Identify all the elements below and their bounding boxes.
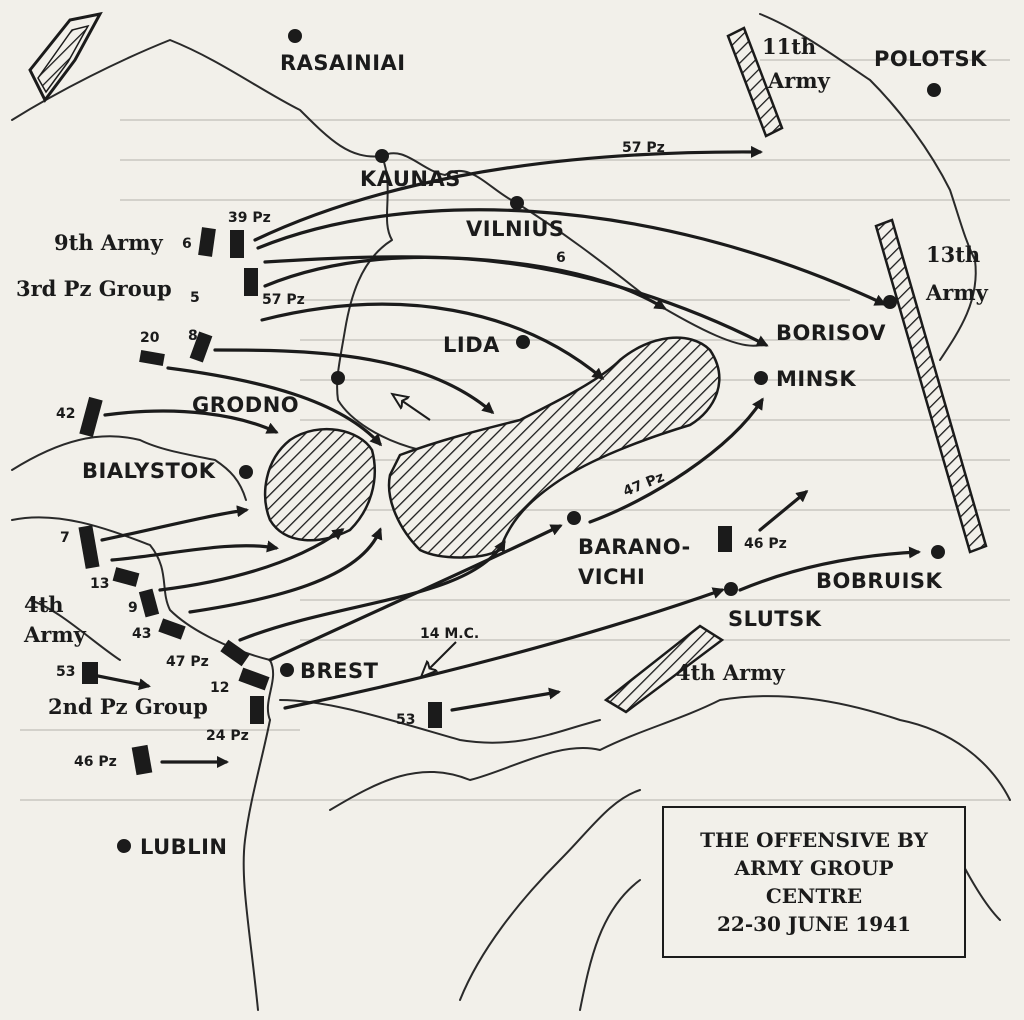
city-label-baranovichi-2: VICHI [578, 565, 645, 589]
soviet-11th-army-bar [726, 26, 784, 138]
city-dot-minsk [754, 371, 768, 385]
map-title-line-1: THE OFFENSIVE BY [700, 828, 928, 852]
counterattack-arrows [398, 398, 457, 672]
unit-53: 53 [56, 664, 75, 680]
unit-blocks [78, 227, 732, 776]
label-soviet-4th-army: 4th Army [676, 660, 785, 685]
city-label-bobruisk: BOBRUISK [816, 569, 943, 593]
city-dot-lublin [117, 839, 131, 853]
unit-8: 8 [188, 328, 198, 344]
unit-47pz-east: 47 Pz [621, 469, 667, 500]
unit-43: 43 [132, 626, 151, 642]
unit-42: 42 [56, 406, 75, 422]
city-dot-grodno [331, 371, 345, 385]
unit-57pz-top: 57 Pz [622, 140, 665, 156]
minsk-novogrudok-pocket [387, 336, 721, 559]
label-soviet-11th-2: Army [767, 68, 831, 93]
city-label-rasainiai: RASAINIAI [280, 51, 406, 75]
city-label-lublin: LUBLIN [140, 835, 227, 859]
city-dot-bobruisk [931, 545, 945, 559]
label-2nd-pz-group: 2nd Pz Group [48, 694, 208, 719]
unit-6b: 6 [556, 250, 566, 266]
city-label-vilnius: VILNIUS [466, 217, 565, 241]
map-title-line-3: CENTRE [765, 884, 863, 908]
label-soviet-13th-1: 13th [926, 242, 980, 267]
label-4th-army-2: Army [23, 622, 87, 647]
unit-46pz: 46 Pz [74, 754, 117, 770]
city-dot-polotsk [927, 83, 941, 97]
city-dot-vilnius [510, 196, 524, 210]
unit-12: 12 [210, 680, 229, 696]
unit-46pz-east: 46 Pz [744, 536, 787, 552]
unit-6a: 6 [182, 236, 192, 252]
city-dot-slutsk [724, 582, 738, 596]
map-title-line-2: ARMY GROUP [734, 856, 894, 880]
city-label-kaunas: KAUNAS [360, 167, 461, 191]
formation-labels: 9th Army 3rd Pz Group 4th Army 2nd Pz Gr… [16, 34, 989, 719]
unit-5: 5 [190, 290, 200, 306]
city-labels: RASAINIAI POLOTSK KAUNAS VILNIUS LIDA BO… [82, 47, 987, 859]
label-9th-army: 9th Army [54, 230, 163, 255]
city-label-slutsk: SLUTSK [728, 607, 822, 631]
label-soviet-11th-1: 11th [762, 34, 816, 59]
soviet-13th-army-bar [874, 218, 988, 554]
soviet-4th-army-bar [603, 624, 725, 714]
label-3rd-pz-group: 3rd Pz Group [16, 276, 172, 301]
city-dot-borisov [883, 295, 897, 309]
label-soviet-13th-2: Army [925, 280, 989, 305]
unit-14mc: 14 M.C. [420, 626, 479, 642]
city-label-polotsk: POLOTSK [874, 47, 987, 71]
city-dot-brest [280, 663, 294, 677]
city-label-baranovichi-1: BARANO- [578, 535, 691, 559]
city-dot-rasainiai [288, 29, 302, 43]
city-label-grodno: GRODNO [192, 393, 299, 417]
unit-13: 13 [90, 576, 109, 592]
unit-47pz: 47 Pz [166, 654, 209, 670]
city-dot-bialystok [239, 465, 253, 479]
city-label-borisov: BORISOV [776, 321, 886, 345]
map-title-box: THE OFFENSIVE BY ARMY GROUP CENTRE 22-30… [662, 806, 966, 958]
shoreline-lagoon [28, 11, 103, 103]
map-title-line-4: 22-30 JUNE 1941 [717, 912, 911, 936]
city-dot-lida [516, 335, 530, 349]
unit-53-east: 53 [396, 712, 415, 728]
city-dot-baranovichi [567, 511, 581, 525]
bialystok-pocket [263, 427, 376, 542]
city-dot-kaunas [375, 149, 389, 163]
label-4th-army-1: 4th [24, 592, 64, 617]
unit-labels: 57 Pz 39 Pz 6 6 5 57 Pz 20 8 42 7 13 9 4… [56, 140, 787, 770]
unit-20: 20 [140, 330, 160, 346]
unit-39pz: 39 Pz [228, 210, 271, 226]
city-label-lida: LIDA [443, 333, 500, 357]
city-label-brest: BREST [300, 659, 379, 683]
city-label-minsk: MINSK [776, 367, 856, 391]
unit-24pz: 24 Pz [206, 728, 249, 744]
background-text-lines [20, 59, 1010, 801]
city-label-bialystok: BIALYSTOK [82, 459, 216, 483]
unit-7: 7 [60, 530, 70, 546]
unit-9: 9 [128, 600, 138, 616]
unit-57pz: 57 Pz [262, 292, 305, 308]
